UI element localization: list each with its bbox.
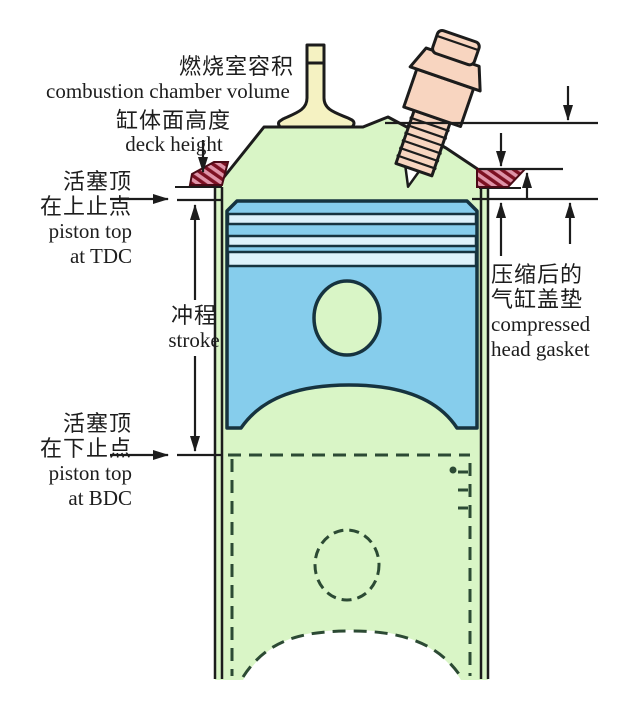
- piston-ring-groove-1: [226, 212, 478, 226]
- cylinder-wall-right: [479, 188, 490, 679]
- bdc-pin-dot: [449, 466, 457, 474]
- piston-tdc-line2: 在上止点: [39, 194, 132, 219]
- label-head-gasket: 压缩后的 气缸盖垫 compressed head gasket: [491, 262, 590, 362]
- cylinder-wall-left: [213, 187, 224, 679]
- piston-bdc-line1: 活塞顶: [62, 411, 132, 436]
- spark-plug-terminal-line: [436, 34, 479, 52]
- label-combustion-chamber-en: combustion chamber volume: [46, 79, 290, 106]
- head-outline: [214, 115, 480, 188]
- piston-ring-groove-3: [226, 250, 478, 268]
- deck-height-zh-text: 缸体面高度: [116, 108, 232, 133]
- combustion-chamber-en-text: combustion chamber volume: [46, 79, 290, 103]
- label-stroke: 冲程 stroke: [148, 303, 240, 353]
- piston-bdc-line2: 在下止点: [39, 436, 132, 461]
- bdc-wrist-pin: [313, 528, 381, 602]
- label-deck-height-zh: 缸体面高度: [116, 108, 231, 136]
- dimension-arrows: [110, 86, 575, 460]
- head-gasket-line3: compressed: [491, 312, 591, 336]
- spark-plug-hex: [408, 46, 482, 93]
- deck-height-en-text: deck height: [125, 132, 223, 156]
- valve-head: [277, 58, 356, 129]
- piston-bdc-line4: at BDC: [68, 486, 132, 510]
- label-piston-bdc: 活塞顶 在下止点 piston top at BDC: [28, 411, 132, 511]
- bdc-ring-marks: [458, 470, 470, 510]
- valve: [277, 43, 356, 129]
- piston-ring-groove-2: [226, 234, 478, 248]
- head-gasket-left: [188, 161, 230, 186]
- piston-tdc-line4: at TDC: [69, 244, 132, 268]
- stroke-zh-text: 冲程: [170, 303, 217, 328]
- valve-stem: [305, 43, 326, 65]
- head-gasket-right: [476, 168, 528, 188]
- skirt-void: [243, 630, 461, 680]
- bdc-skirt-arch: [241, 629, 463, 678]
- head-gasket-line1: 压缩后的: [491, 262, 584, 287]
- spark-plug: [394, 29, 482, 188]
- piston-bdc-line3: piston top: [48, 461, 132, 485]
- piston-tdc-line1: 活塞顶: [62, 169, 132, 194]
- valve-stem-edges: [305, 45, 326, 60]
- piston-bdc-dashed: [228, 453, 472, 678]
- label-deck-height-en: deck height: [122, 132, 226, 159]
- combustion-chamber-zh-text: 燃烧室容积: [179, 54, 295, 79]
- stroke-en-text: stroke: [168, 328, 220, 352]
- spark-plug-thread-ridges: [396, 116, 450, 170]
- label-combustion-chamber-zh: 燃烧室容积: [179, 54, 294, 82]
- head-gasket-line4: head gasket: [491, 337, 590, 361]
- piston-tdc-line3: piston top: [48, 219, 132, 243]
- head-gasket-line2: 气缸盖垫: [491, 287, 584, 312]
- piston-tdc: [225, 199, 479, 430]
- wrist-pin-bore: [312, 279, 382, 357]
- label-piston-tdc: 活塞顶 在上止点 piston top at TDC: [28, 169, 132, 269]
- reference-lines: [177, 121, 598, 457]
